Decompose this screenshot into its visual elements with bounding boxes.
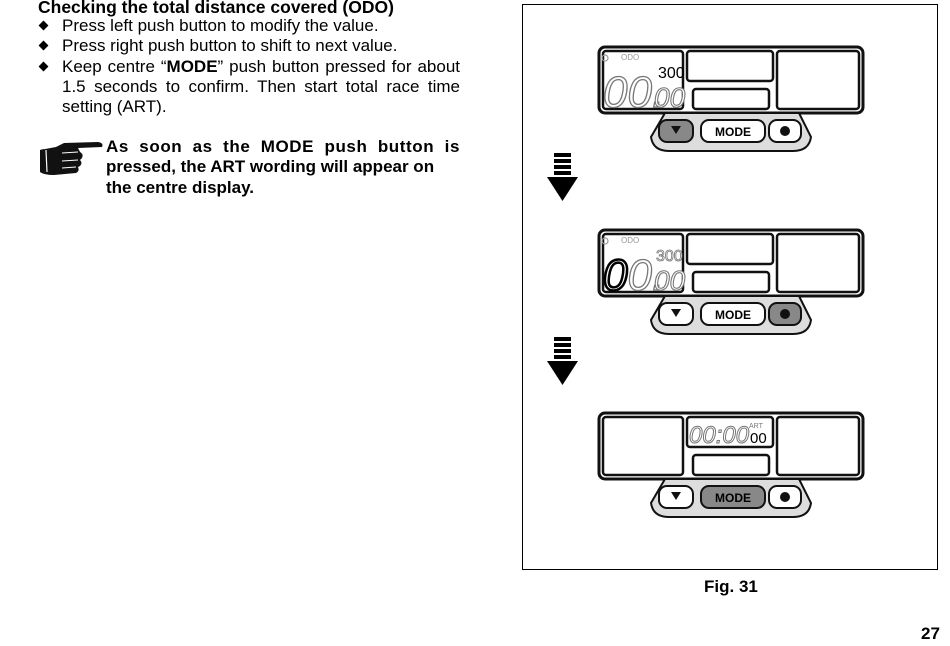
- figure-frame: ODO 00. 00 300 MODE ODO 00. 0 00: [522, 4, 938, 570]
- bullet-diamond-icon: [38, 40, 49, 51]
- odo-small-top: 300: [658, 65, 685, 82]
- figure-caption: Fig. 31: [704, 577, 758, 596]
- note-block: As soon as the MODE push button is press…: [38, 137, 460, 198]
- list-item: Keep centre “MODE” push button pressed f…: [38, 57, 460, 118]
- bullet-diamond-icon: [38, 61, 49, 72]
- instruction-list: Press left push button to modify the val…: [38, 16, 460, 117]
- instruction-text: Keep centre “: [62, 56, 167, 76]
- instruction-text: Press left push button to modify the val…: [62, 16, 379, 35]
- mode-button[interactable]: [700, 119, 766, 143]
- section-heading: Checking the total distance covered (ODO…: [38, 0, 394, 17]
- list-item: Press left push button to modify the val…: [38, 16, 460, 36]
- dot-icon: [780, 492, 790, 502]
- info-icon: [601, 237, 609, 245]
- art-value: 00: [750, 430, 767, 447]
- odo-small-top: 300: [656, 248, 683, 265]
- dashboard-panel-3: 00:00 ART 00 MODE: [597, 411, 865, 519]
- odo-tail-digits: 00: [654, 82, 686, 113]
- odo-active-digit: 0: [603, 251, 628, 300]
- odo-label: ODO: [621, 53, 639, 62]
- bullet-diamond-icon: [38, 20, 49, 31]
- note-line-2: pressed, the ART wording will appear on: [106, 157, 435, 177]
- mode-button[interactable]: [700, 485, 766, 509]
- list-item: Press right push button to shift to next…: [38, 36, 460, 56]
- art-time-digits: 00:00: [689, 422, 750, 449]
- instruction-text: Press right push button to shift to next…: [62, 36, 398, 56]
- note-line-3: the centre display.: [106, 177, 255, 197]
- note-line-1: As soon as the MODE push button is: [106, 137, 460, 156]
- info-icon: [601, 54, 609, 62]
- odo-big-digits: 00.: [603, 251, 664, 300]
- mode-word: MODE: [166, 56, 218, 76]
- art-label: ART: [749, 423, 764, 430]
- mode-button-label: MODE: [715, 308, 751, 322]
- dashboard-panel-1: ODO 00. 00 300 MODE: [597, 45, 865, 153]
- pointing-hand-icon: [40, 142, 103, 175]
- arrow-down-icon: [547, 153, 578, 201]
- triangle-down-icon: [671, 492, 681, 500]
- odo-tail-digits: 00: [654, 265, 686, 296]
- instruction-text: ” push button pressed for about 1.5 seco…: [62, 56, 461, 117]
- dashboard-figure: ODO 00. 00 300 MODE ODO 00. 0 00: [547, 45, 865, 519]
- dot-icon: [780, 126, 790, 136]
- mode-button[interactable]: [700, 302, 766, 326]
- triangle-down-icon: [671, 126, 681, 134]
- page-number: 27: [921, 624, 940, 643]
- mode-button-label: MODE: [715, 491, 751, 505]
- odo-label: ODO: [621, 236, 639, 245]
- arrow-down-icon: [547, 337, 578, 385]
- mode-button-label: MODE: [715, 125, 751, 139]
- triangle-down-icon: [671, 309, 681, 317]
- dot-icon: [780, 309, 790, 319]
- odo-big-digits: 00.: [603, 68, 664, 117]
- dashboard-panel-2: ODO 00. 0 00 300 MODE: [597, 228, 865, 336]
